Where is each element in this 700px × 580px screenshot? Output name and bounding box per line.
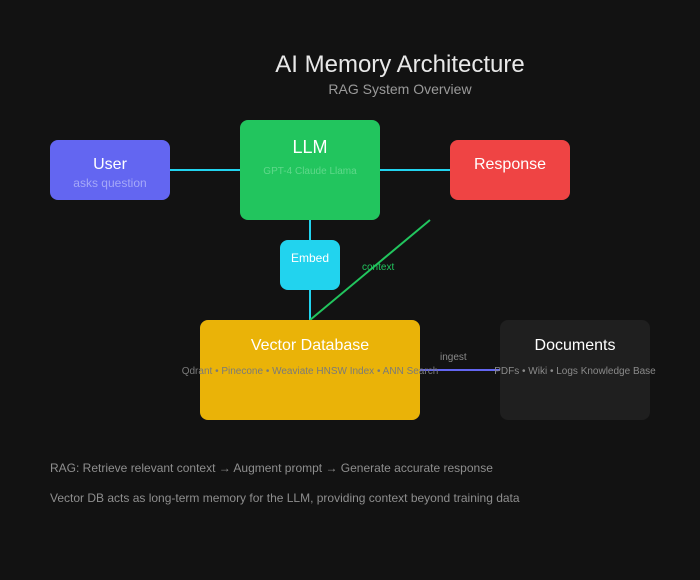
- user-node-label: User: [93, 156, 127, 173]
- user-node-sublabel: asks question: [73, 176, 147, 190]
- diagram-title: AI Memory Architecture: [275, 51, 525, 78]
- vector-db-node-label: Vector Database: [250, 337, 370, 354]
- response-node: [450, 140, 570, 200]
- documents-node-sublabel: PDFs • Wiki • Logs Knowledge Base: [494, 366, 656, 377]
- vector-db-node-sublabel: Qdrant • Pinecone • Weaviate HNSW Index …: [181, 366, 439, 377]
- documents-node-label: Documents: [534, 337, 616, 354]
- embed-node-label: Embed: [290, 251, 330, 265]
- diagram-subtitle: RAG System Overview: [328, 81, 472, 97]
- llm-node-label: LLM: [292, 137, 328, 157]
- embed-node: [280, 240, 340, 290]
- llm-node: [240, 120, 380, 220]
- edge-vector-db-context: [309, 219, 431, 321]
- llm-node-sublabel: GPT-4 Claude Llama: [263, 166, 357, 177]
- edge-label-context: context: [362, 262, 395, 273]
- response-node-label: Response: [473, 156, 547, 173]
- note-vector-db-memory: Vector DB acts as long-term memory for t…: [50, 491, 520, 505]
- note-rag-flow: RAG: Retrieve relevant context → Augment…: [50, 461, 493, 475]
- documents-node: [500, 320, 650, 420]
- vector-db-node: [200, 320, 420, 420]
- user-node: [50, 140, 170, 200]
- edge-label-ingest: ingest: [440, 352, 467, 363]
